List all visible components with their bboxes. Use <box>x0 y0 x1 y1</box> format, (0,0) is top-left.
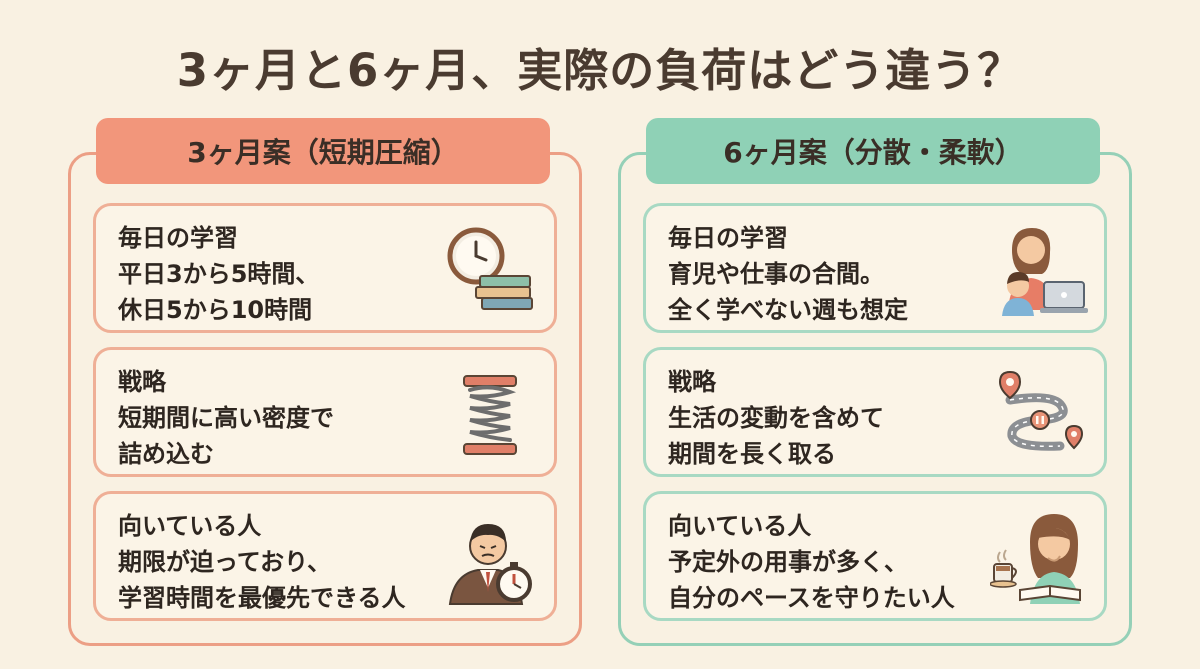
compressed-spring-icon <box>463 375 517 455</box>
card-line: 休日5から10時間 <box>118 296 313 324</box>
card-line: 自分のペースを守りたい人 <box>668 584 955 612</box>
card-suited-for-3m: 向いている人 期限が迫っており、 学習時間を最優先できる人 <box>93 491 557 621</box>
card-text: 毎日の学習 平日3から5時間、 休日5から10時間 <box>118 220 319 328</box>
card-strategy-3m: 戦略 短期間に高い密度で 詰め込む <box>93 347 557 477</box>
card-text: 毎日の学習 育児や仕事の合間。 全く学べない週も想定 <box>668 220 908 328</box>
card-line: 平日3から5時間、 <box>118 260 320 288</box>
header-3-month-plan: 3ヶ月案（短期圧縮） <box>96 118 550 184</box>
woman-coffee-book-icon <box>990 514 1081 604</box>
card-line: 予定外の用事が多く、 <box>668 548 908 576</box>
card-text: 戦略 生活の変動を含めて 期間を長く取る <box>668 364 884 472</box>
card-text: 向いている人 予定外の用事が多く、 自分のペースを守りたい人 <box>668 508 955 616</box>
card-heading: 毎日の学習 <box>118 224 238 252</box>
card-line: 育児や仕事の合間。 <box>668 260 884 288</box>
card-heading: 毎日の学習 <box>668 224 788 252</box>
card-line: 学習時間を最優先できる人 <box>118 584 406 612</box>
card-line: 短期間に高い密度で <box>118 404 334 432</box>
card-suited-for-6m: 向いている人 予定外の用事が多く、 自分のペースを守りたい人 <box>643 491 1107 621</box>
panel-3-month: 毎日の学習 平日3から5時間、 休日5から10時間 戦略 短期間に高い密度で 詰… <box>68 152 582 646</box>
winding-road-pins-icon <box>998 370 1084 451</box>
card-strategy-6m: 戦略 生活の変動を含めて 期間を長く取る <box>643 347 1107 477</box>
card-heading: 向いている人 <box>668 512 812 540</box>
card-line: 詰め込む <box>118 440 214 468</box>
businessman-stopwatch-icon <box>448 524 532 605</box>
card-line: 全く学べない週も想定 <box>668 296 908 324</box>
parent-child-laptop-icon <box>1002 228 1088 316</box>
clock-books-icon <box>447 227 533 310</box>
card-heading: 戦略 <box>118 368 166 396</box>
page-title: 3ヶ月と6ヶ月、実際の負荷はどう違う？ <box>176 44 1024 97</box>
card-line: 期限が迫っており、 <box>118 548 332 576</box>
panel-6-month: 毎日の学習 育児や仕事の合間。 全く学べない週も想定 戦略 生活の変動を含めて <box>618 152 1132 646</box>
header-6-month-plan: 6ヶ月案（分散・柔軟） <box>646 118 1100 184</box>
card-heading: 向いている人 <box>118 512 262 540</box>
card-heading: 戦略 <box>668 368 716 396</box>
card-line: 生活の変動を含めて <box>668 404 884 432</box>
card-text: 向いている人 期限が迫っており、 学習時間を最優先できる人 <box>118 508 406 616</box>
card-daily-study-6m: 毎日の学習 育児や仕事の合間。 全く学べない週も想定 <box>643 203 1107 333</box>
card-text: 戦略 短期間に高い密度で 詰め込む <box>118 364 334 472</box>
card-daily-study-3m: 毎日の学習 平日3から5時間、 休日5から10時間 <box>93 203 557 333</box>
card-line: 期間を長く取る <box>668 440 836 468</box>
